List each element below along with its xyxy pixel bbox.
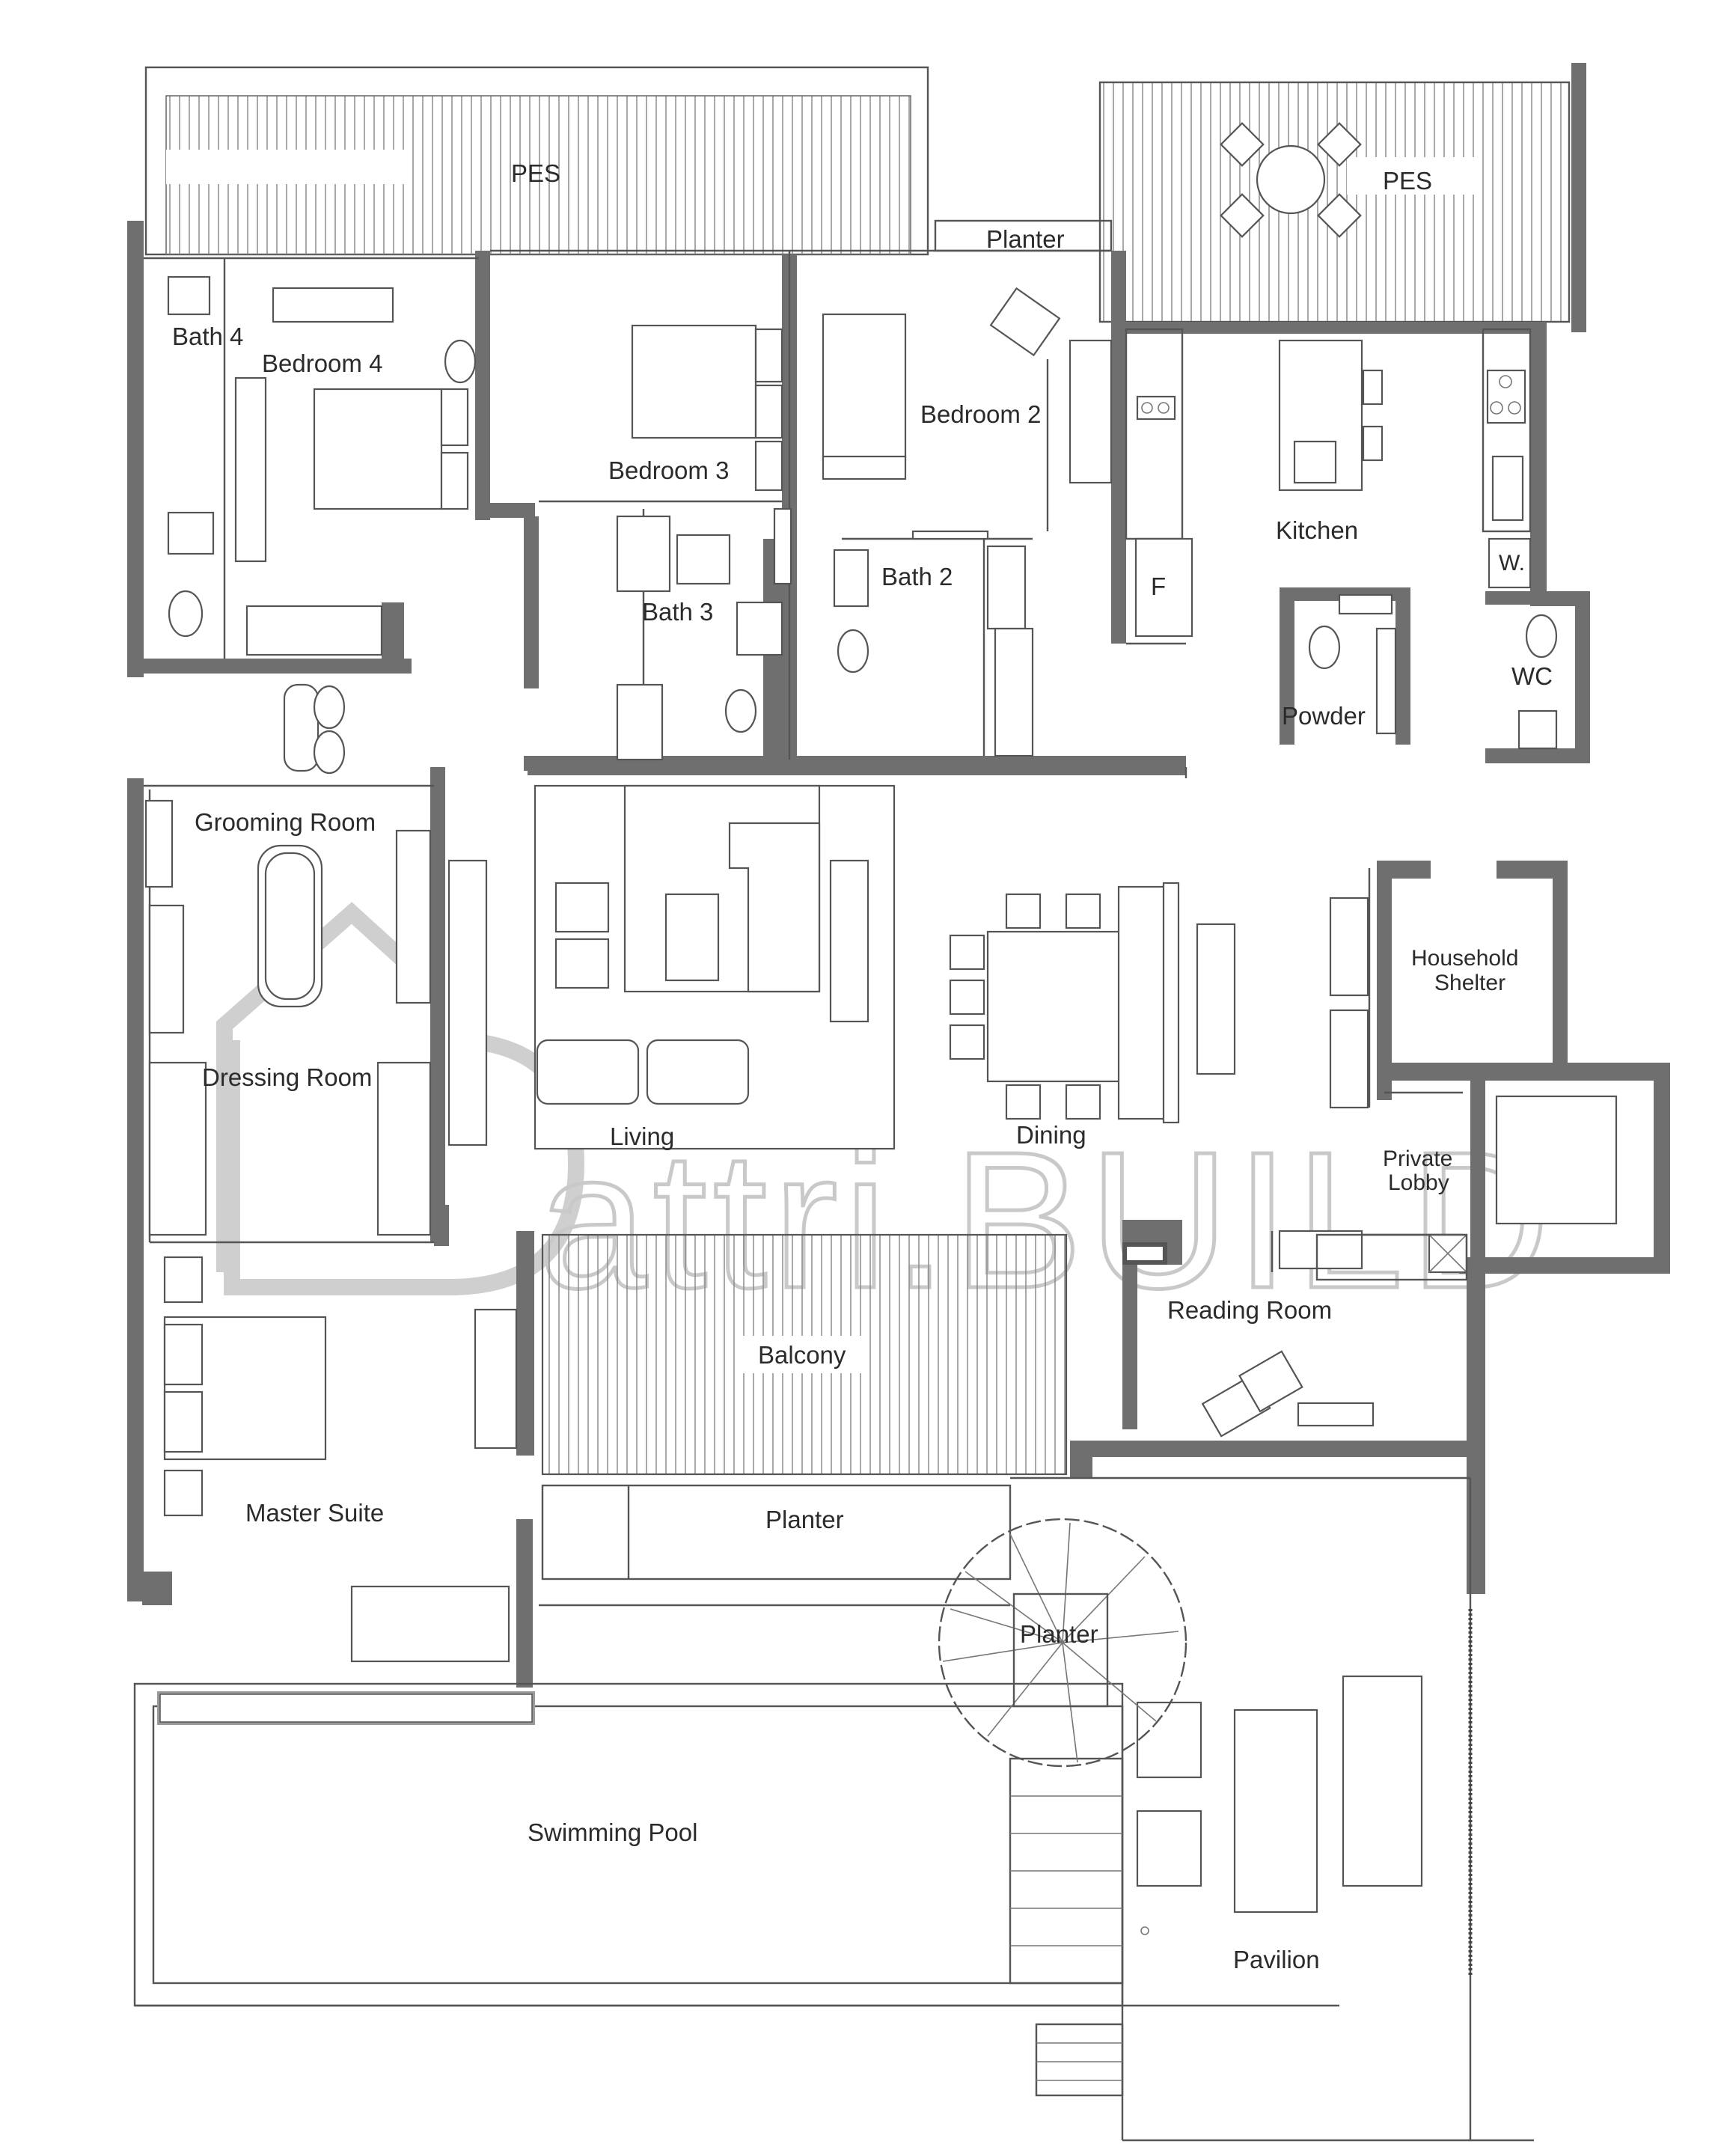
label-kitchen: Kitchen xyxy=(1276,516,1358,544)
label-private: Private xyxy=(1383,1146,1452,1171)
living-furniture xyxy=(447,784,896,1150)
label-master: Master Suite xyxy=(245,1499,384,1527)
bedroom2-furniture xyxy=(822,287,1113,757)
tree-icon xyxy=(938,1518,1187,1768)
balcony-deck xyxy=(541,1233,1068,1476)
label-household: Household xyxy=(1411,946,1518,971)
label-reading: Reading Room xyxy=(1167,1296,1332,1324)
label-powder: Powder xyxy=(1282,702,1366,730)
label-grooming: Grooming Room xyxy=(195,808,376,836)
label-lobby: Lobby xyxy=(1388,1170,1449,1195)
master-suite-furniture xyxy=(163,1256,518,1663)
label-bedroom3: Bedroom 3 xyxy=(608,456,729,484)
pes-left-deck xyxy=(144,66,929,256)
room-labels: PES PES Planter Bath 4 Bedroom 4 Bedroom… xyxy=(172,159,1553,1973)
reading-room-furniture xyxy=(1122,1230,1468,1438)
walls xyxy=(127,63,1670,1688)
label-pool: Swimming Pool xyxy=(528,1818,697,1846)
label-bedroom4: Bedroom 4 xyxy=(262,349,382,377)
label-balcony: Balcony xyxy=(758,1341,846,1369)
label-living: Living xyxy=(610,1123,674,1150)
kitchen-furniture xyxy=(1134,339,1558,750)
label-bedroom2: Bedroom 2 xyxy=(920,400,1041,428)
label-bath3: Bath 3 xyxy=(642,598,713,626)
label-pes-left: PES xyxy=(511,159,560,187)
grooming-dressing-furniture xyxy=(144,683,432,1236)
label-dressing: Dressing Room xyxy=(202,1063,372,1091)
private-lobby-furniture xyxy=(1315,1095,1618,1281)
label-planter-top: Planter xyxy=(986,225,1065,253)
label-bath4: Bath 4 xyxy=(172,323,243,350)
watermark-d-letter xyxy=(224,1032,585,1295)
bedroom3-furniture xyxy=(616,324,792,761)
partitions xyxy=(133,249,1534,2142)
label-pes-right: PES xyxy=(1383,167,1432,195)
label-planter-tree: Planter xyxy=(1020,1620,1098,1648)
label-pavilion: Pavilion xyxy=(1233,1946,1320,1973)
bedroom4-furniture xyxy=(167,275,477,656)
label-bath2: Bath 2 xyxy=(881,563,953,590)
label-wc: WC xyxy=(1511,662,1553,690)
outdoor-dining-set xyxy=(1220,122,1362,238)
pavilion-furniture xyxy=(1136,1609,1473,1976)
label-fridge: F xyxy=(1151,572,1166,600)
label-shelter: Shelter xyxy=(1434,971,1505,995)
label-dining: Dining xyxy=(1016,1121,1086,1149)
label-washer: W. xyxy=(1499,551,1525,575)
dining-furniture xyxy=(949,882,1369,1124)
label-planter-mid: Planter xyxy=(765,1506,844,1533)
